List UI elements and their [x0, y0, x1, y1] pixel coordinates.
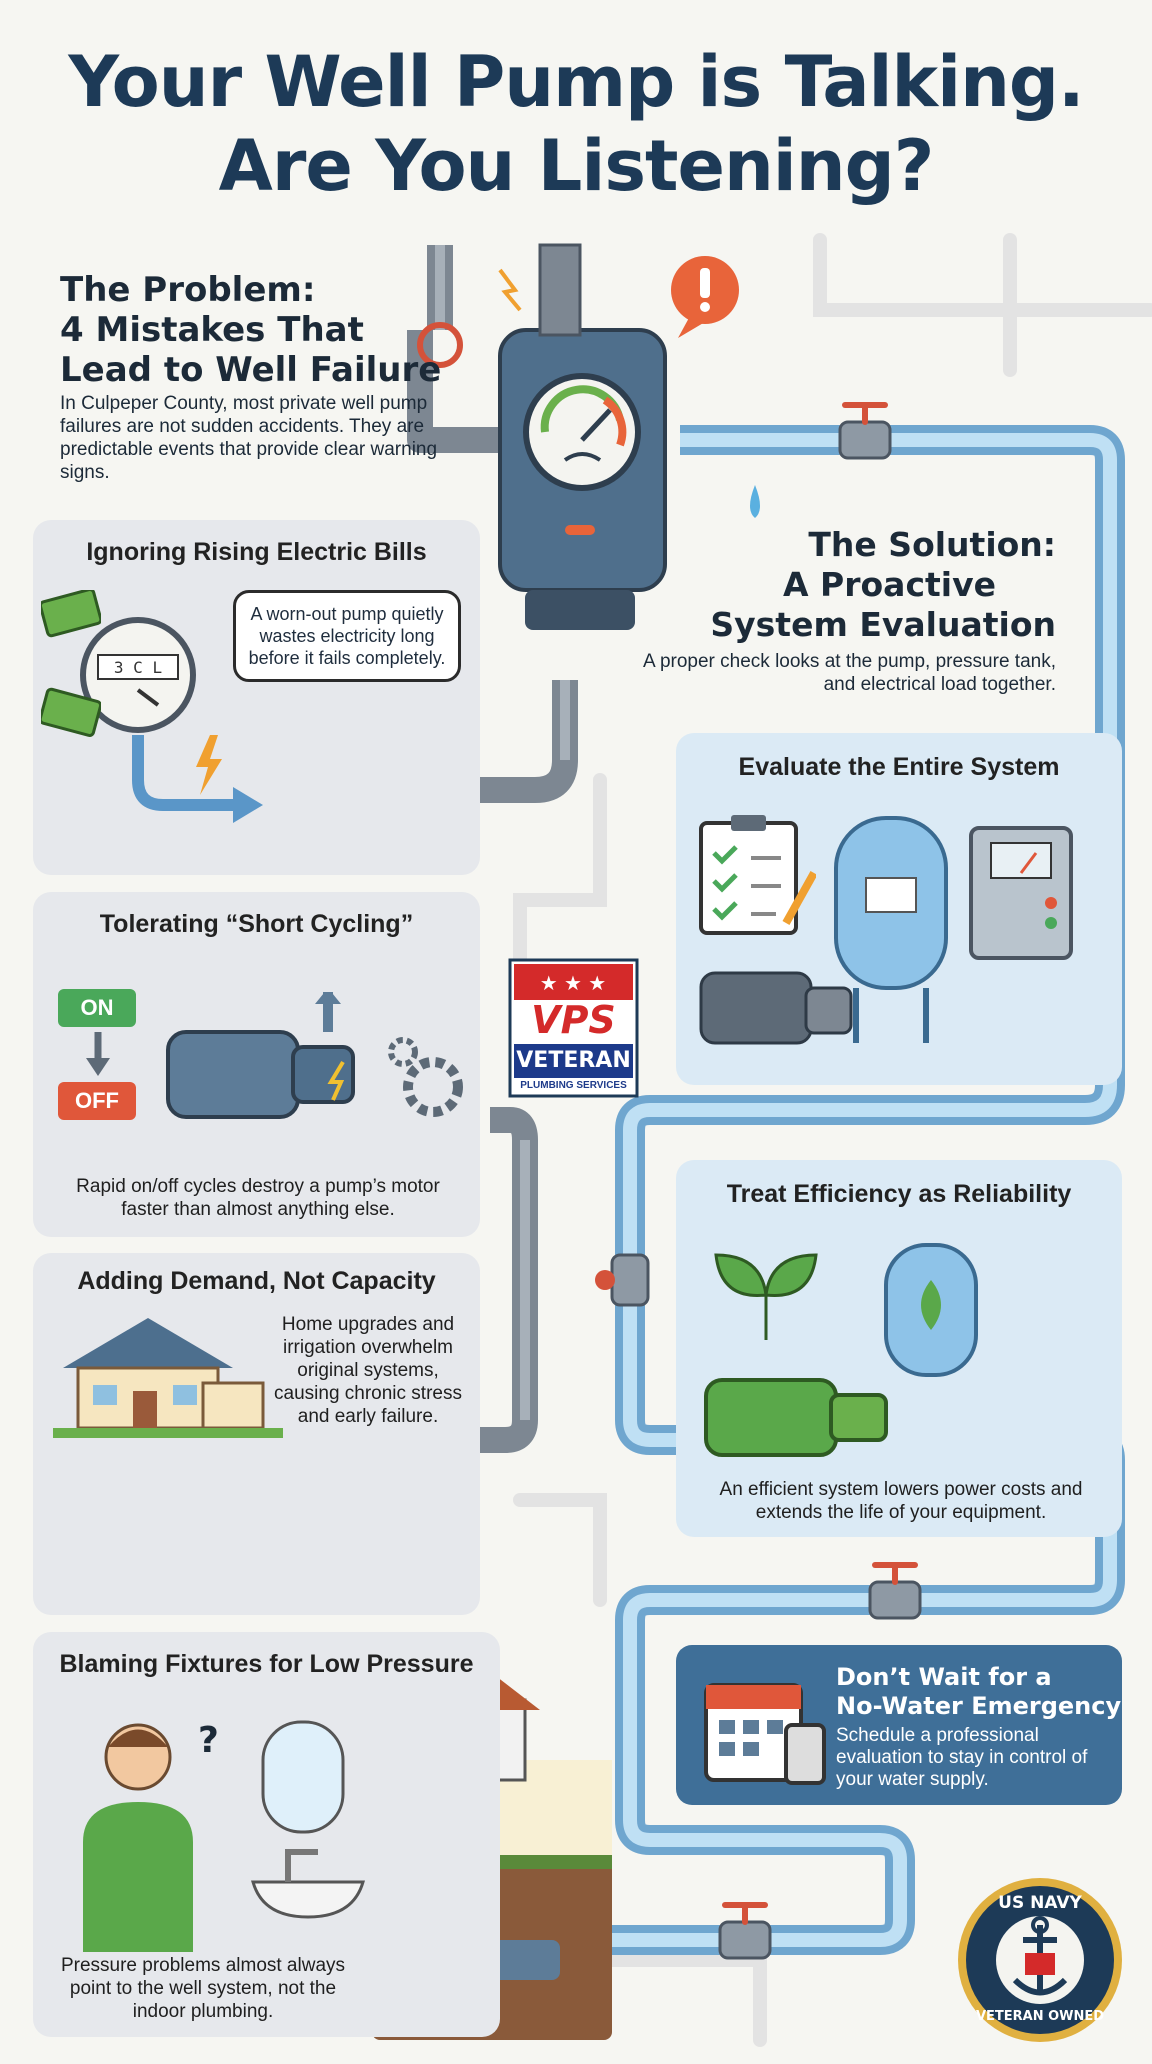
- cta-panel: Don’t Wait for a No-Water Emergency Sche…: [676, 1645, 1122, 1805]
- logo-subtitle: PLUMBING SERVICES: [520, 1080, 627, 1091]
- gear-icon: [388, 1037, 463, 1117]
- mistake-card-title: Blaming Fixtures for Low Pressure: [59, 1650, 474, 1678]
- page-title: Your Well Pump is Talking. Are You Liste…: [0, 40, 1152, 208]
- efficient-tank-icon: [884, 1243, 978, 1377]
- lightning-icon: [196, 735, 222, 795]
- pressure-tank-icon: [834, 816, 948, 1043]
- solution-card-text: An efficient system lowers power costs a…: [719, 1479, 1083, 1523]
- logo-letters: VPS: [531, 998, 616, 1042]
- cta-heading-line1: Don’t Wait for a: [836, 1663, 1052, 1691]
- logo-name: VETERAN: [516, 1048, 631, 1073]
- green-pump-icon: [704, 1378, 888, 1457]
- meter-readout: 3 C L: [114, 658, 162, 677]
- cta-heading: Don’t Wait for a No-Water Emergency: [836, 1663, 1121, 1721]
- mistake-card-low-pressure: Blaming Fixtures for Low Pressure ? Pres…: [33, 1632, 500, 2037]
- confused-person-icon: ?: [83, 1720, 365, 1952]
- mistake-card-title: Ignoring Rising Electric Bills: [86, 538, 427, 566]
- arrow-down-icon: [86, 1032, 110, 1076]
- problem-heading-line3: Lead to Well Failure: [60, 350, 442, 390]
- solution-card-evaluate: Evaluate the Entire System: [676, 733, 1122, 1085]
- solution-heading-line2: A Proactive: [783, 565, 996, 604]
- on-indicator: ON: [58, 989, 136, 1027]
- page-title-line1: Your Well Pump is Talking.: [68, 41, 1084, 123]
- problem-heading: The Problem: 4 Mistakes That Lead to Wel…: [60, 270, 441, 390]
- company-logo: ★ ★ ★ VPS VETERAN PLUMBING SERVICES: [508, 958, 643, 1098]
- problem-description: In Culpeper County, most private well pu…: [60, 393, 438, 483]
- speech-bubble: A worn-out pump quietly wastes electrici…: [233, 590, 461, 682]
- pump-motor-icon: [699, 971, 853, 1045]
- money-icon: [41, 590, 101, 737]
- logo-graphic: ★ ★ ★: [508, 958, 639, 1098]
- control-panel-icon: [969, 826, 1073, 960]
- solution-card-efficiency: Treat Efficiency as Reliability An effic…: [676, 1160, 1122, 1537]
- mistake-card-text: Pressure problems almost always point to…: [60, 1955, 346, 2022]
- mistake-card-adding-demand: Adding Demand, Not Capacity Home upgrade…: [33, 1253, 480, 1615]
- leaf-icon: [714, 1253, 818, 1340]
- off-indicator: OFF: [58, 1082, 136, 1120]
- checklist-icon: [699, 815, 816, 935]
- solution-card-title: Evaluate the Entire System: [738, 753, 1060, 781]
- calendar-icon: [704, 1683, 826, 1785]
- mistake-card-short-cycling: Tolerating “Short Cycling” ON OFF Rapid …: [33, 892, 480, 1237]
- motor-icon: [166, 992, 355, 1119]
- mistake-card-text: Home upgrades and irrigation overwhelm o…: [274, 1314, 462, 1427]
- svg-text:?: ?: [198, 1720, 219, 1761]
- problem-heading-line1: The Problem:: [60, 270, 316, 310]
- mistake-card-text: Rapid on/off cycles destroy a pump’s mot…: [76, 1176, 440, 1220]
- electric-meter-icon: 3 C L: [80, 617, 196, 733]
- solution-heading: The Solution: A Proactive System Evaluat…: [710, 525, 1056, 645]
- badge-top-text: US NAVY: [998, 1893, 1082, 1913]
- badge-bottom-text: VETERAN OWNED: [975, 2009, 1105, 2024]
- page-title-line2: Are You Listening?: [218, 125, 935, 207]
- flow-arrow-icon: [132, 735, 263, 823]
- mistake-card-title: Adding Demand, Not Capacity: [77, 1267, 436, 1295]
- solution-heading-line1: The Solution:: [808, 525, 1056, 564]
- mistake-card-title: Tolerating “Short Cycling”: [99, 910, 414, 938]
- house-icon: [53, 1318, 283, 1438]
- problem-heading-line2: 4 Mistakes That: [60, 310, 364, 350]
- anchor-flag-icon: [958, 1878, 1122, 2042]
- navy-veteran-badge: US NAVY VETERAN OWNED: [955, 1875, 1125, 2045]
- cta-text: Schedule a professional evaluation to st…: [836, 1725, 1088, 1790]
- solution-card-title: Treat Efficiency as Reliability: [726, 1180, 1072, 1208]
- solution-description: A proper check looks at the pump, pressu…: [643, 651, 1056, 695]
- mistake-card-electric-bills: Ignoring Rising Electric Bills A worn-ou…: [33, 520, 480, 875]
- svg-text:★ ★ ★: ★ ★ ★: [540, 971, 607, 995]
- solution-heading-line3: System Evaluation: [710, 605, 1056, 644]
- cta-heading-line2: No-Water Emergency: [836, 1692, 1122, 1720]
